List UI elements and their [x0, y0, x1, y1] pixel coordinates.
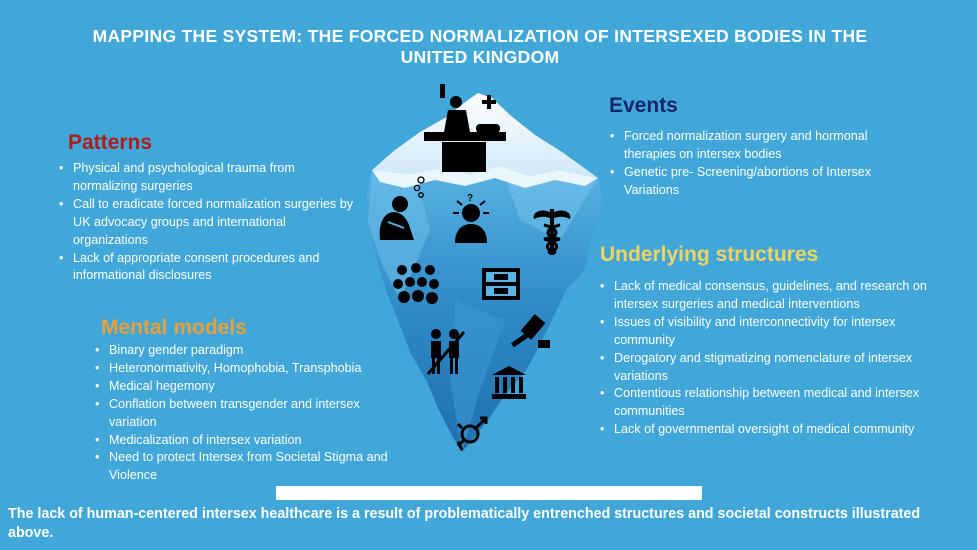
- list-item: Heteronormativity, Homophobia, Transphob…: [95, 360, 405, 378]
- patterns-heading: Patterns: [68, 131, 153, 154]
- underlying-structures-heading: Underlying structures: [600, 243, 819, 266]
- caduceus-icon: [533, 209, 571, 255]
- archive-icon: [482, 268, 520, 300]
- list-item: Genetic pre- Screening/abortions of Inte…: [610, 164, 900, 200]
- confused-person-icon: ?: [453, 193, 489, 243]
- list-item: Lack of appropriate consent procedures a…: [59, 250, 359, 286]
- svg-text:?: ?: [467, 193, 473, 204]
- footer-statement: The lack of human-centered intersex heal…: [8, 506, 921, 541]
- list-item: Lack of medical consensus, guidelines, a…: [600, 278, 940, 314]
- list-item: Contentious relationship between medical…: [600, 385, 940, 421]
- list-item: Lack of governmental oversight of medica…: [600, 421, 940, 439]
- gender-symbol-icon: [456, 416, 488, 451]
- list-item: Derogatory and stigmatizing nomenclature…: [600, 350, 940, 386]
- gavel-icon: [511, 314, 550, 348]
- events-list: Forced normalization surgery and hormona…: [610, 128, 900, 200]
- mental-models-heading: Mental models: [101, 316, 247, 339]
- crowd-icon: [393, 263, 439, 304]
- mental-models-list: Binary gender paradigm Heteronormativity…: [95, 342, 405, 485]
- distressed-person-icon: [379, 196, 414, 240]
- thought-bubbles-icon: [413, 176, 425, 198]
- list-item: Forced normalization surgery and hormona…: [610, 128, 900, 164]
- surgeon-icon: [424, 84, 506, 172]
- underlying-structures-list: Lack of medical consensus, guidelines, a…: [600, 278, 940, 439]
- list-item: Issues of visibility and interconnectivi…: [600, 314, 940, 350]
- two-people-icon: [426, 329, 466, 375]
- list-item: Conflation between transgender and inter…: [95, 396, 405, 432]
- patterns-list: Physical and psychological trauma from n…: [59, 160, 359, 285]
- events-heading: Events: [609, 94, 678, 117]
- government-building-icon: [492, 366, 526, 399]
- list-item: Binary gender paradigm: [95, 342, 405, 360]
- list-item: Need to protect Intersex from Societal S…: [95, 449, 405, 485]
- list-item: Call to eradicate forced normalization s…: [59, 196, 359, 250]
- divider-bar: [276, 486, 702, 500]
- list-item: Medical hegemony: [95, 378, 405, 396]
- list-item: Medicalization of intersex variation: [95, 432, 405, 450]
- page-title: MAPPING THE SYSTEM: THE FORCED NORMALIZA…: [92, 26, 868, 67]
- list-item: Physical and psychological trauma from n…: [59, 160, 359, 196]
